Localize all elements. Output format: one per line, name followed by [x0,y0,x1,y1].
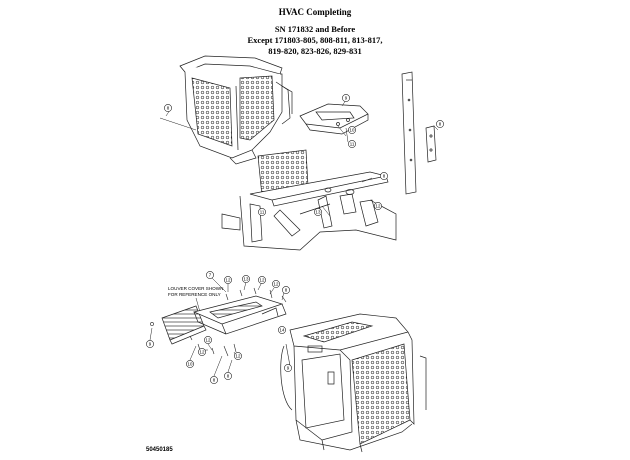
callout-balloon: 11 [348,140,356,148]
callout-balloon: 12 [224,276,232,284]
louver-cover [161,305,207,345]
callout-number: 12 [200,350,205,355]
callout-balloon: 7 [206,271,214,279]
callout-number: 13 [244,277,249,282]
callout-balloon: 9 [342,94,350,102]
callout-number: 7 [209,273,212,278]
upper-bracket-panel [299,103,369,135]
page-title: HVAC Completing [278,7,352,17]
upper-frame-assembly [221,149,397,251]
callout-number: 12 [206,338,211,343]
callout-number: 11 [260,210,265,215]
lower-callouts: 7 12 13 12 12 8 14 12 10 9 8 12 12 8 9 [146,271,292,384]
callout-number: 12 [260,278,265,283]
callout-number: 13 [316,210,321,215]
callout-number: 12 [274,282,279,287]
callout-number: 9 [345,96,348,101]
callout-balloon: 8 [164,104,172,112]
exception-line-2: 819-820, 823-826, 829-831 [268,46,362,56]
hvac-duct-housing [192,295,287,335]
callout-balloon: 13 [242,275,250,283]
callout-number: 12 [376,204,381,209]
callout-balloon: 12 [374,202,382,210]
callout-balloon: 11 [258,208,266,216]
callout-number: 9 [287,366,290,371]
louver-note-line-1: LOUVER COVER SHOWN [168,286,223,291]
callout-balloon: 12 [234,352,242,360]
callout-balloon: 10 [348,126,356,134]
upper-callouts: 8 9 10 11 8 12 13 11 8 [164,94,444,216]
serial-range: SN 171832 and Before [274,24,356,34]
callout-balloon: 12 [258,276,266,284]
callout-number: 8 [167,106,170,111]
callout-number: 10 [188,362,193,367]
callout-balloon: 8 [436,120,444,128]
callout-number: 9 [149,342,152,347]
callout-balloon: 9 [146,340,154,348]
exception-line-1: Except 171803-805, 808-811, 813-817, [247,35,383,45]
upper-cab-assembly [179,55,293,165]
callout-number: 14 [280,328,285,333]
callout-balloon: 8 [380,172,388,180]
callout-balloon: 9 [284,364,292,372]
louver-note: LOUVER COVER SHOWN FOR REFERENCE ONLY [168,286,223,313]
callout-number: 10 [350,128,355,133]
callout-balloon: 8 [224,372,232,380]
callout-number: 12 [236,354,241,359]
part-number-footer: 50450185 [146,447,173,453]
callout-balloon: 8 [282,286,290,294]
callout-number: 8 [227,374,230,379]
callout-number: 8 [213,378,216,383]
lower-leader-lines [149,277,285,377]
callout-number: 12 [226,278,231,283]
callout-balloon: 12 [272,280,280,288]
callout-balloon: 12 [204,336,212,344]
callout-balloon: 10 [186,360,194,368]
callout-balloon: 13 [314,208,322,216]
lower-cab-assembly [280,313,427,453]
upper-leader-lines [159,99,439,217]
louver-note-line-2: FOR REFERENCE ONLY [168,292,221,297]
callout-balloon: 14 [278,326,286,334]
callout-balloon: 8 [210,376,218,384]
callout-number: 11 [350,142,355,147]
callout-balloon: 12 [198,348,206,356]
vertical-support-rail [401,71,437,195]
callout-number: 8 [383,174,386,179]
callout-number: 8 [439,122,442,127]
callout-number: 8 [285,288,288,293]
